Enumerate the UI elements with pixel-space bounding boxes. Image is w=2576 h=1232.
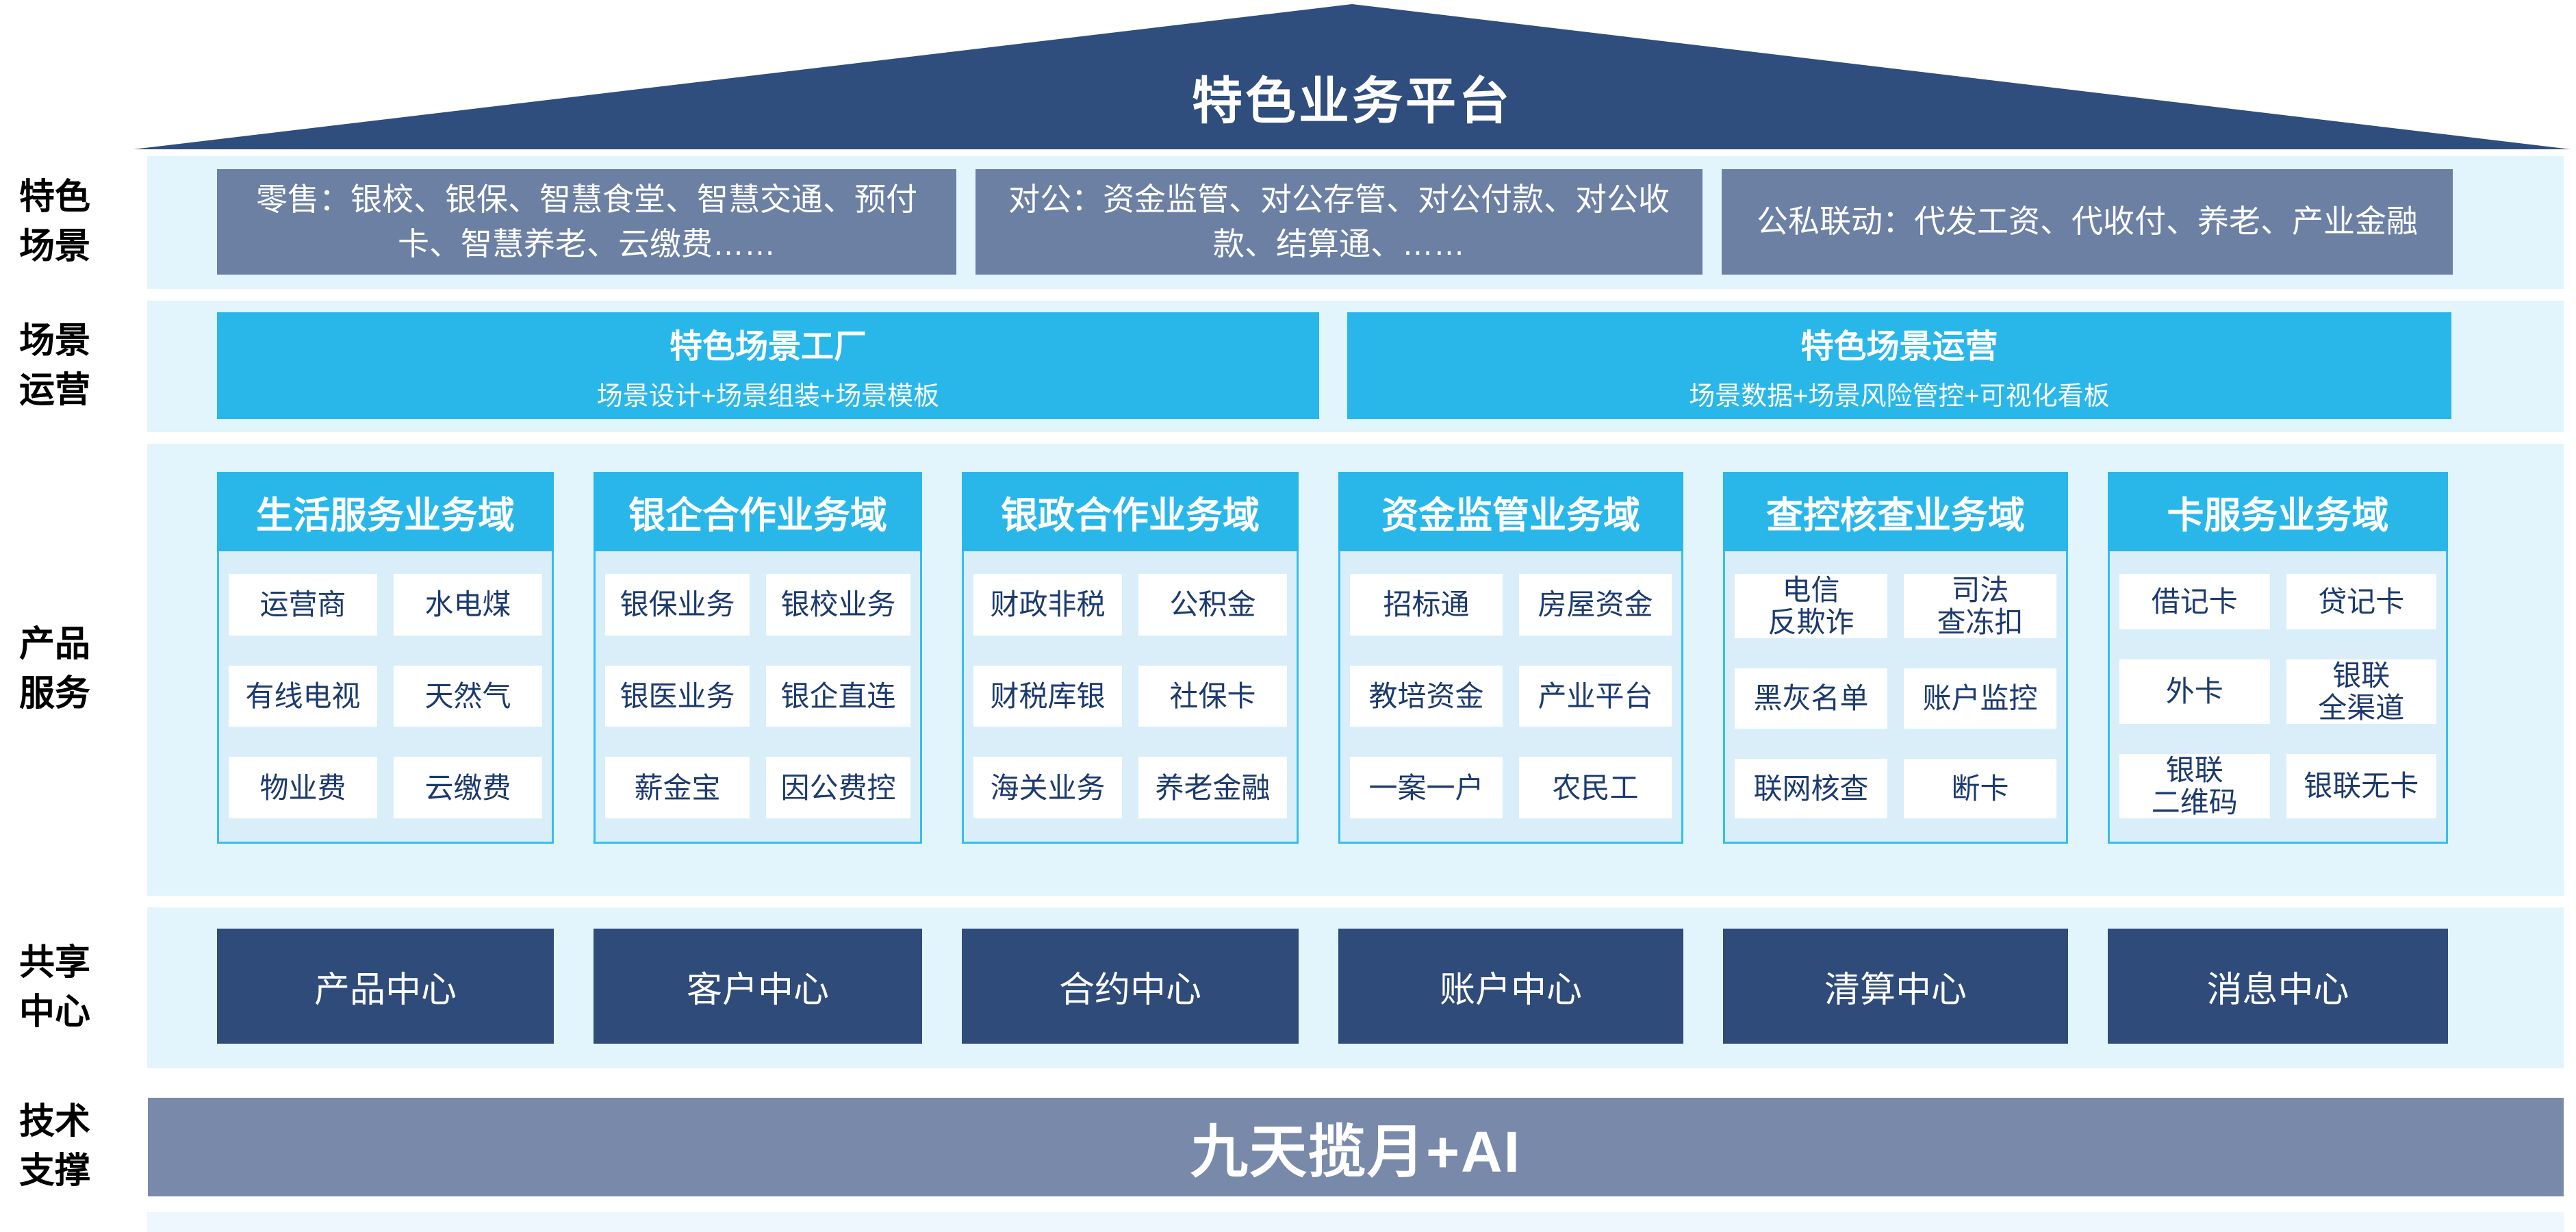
product-cell: 财政非税 <box>973 574 1122 636</box>
op-box-subtitle: 场景数据+场景风险管控+可视化看板 <box>1689 381 2110 411</box>
product-cell: 水电煤 <box>394 574 542 636</box>
column-body: 运营商 水电煤 有线电视 天然气 物业费 云缴费 <box>217 551 554 844</box>
product-column-inquiry-control: 查控核查业务域 电信 反欺诈 司法 查冻扣 黑灰名单 账户监控 联网核查 断卡 <box>1723 472 2068 844</box>
column-body: 借记卡 贷记卡 外卡 银联 全渠道 银联 二维码 银联无卡 <box>2108 551 2448 844</box>
product-cell: 银联 二维码 <box>2119 753 2270 818</box>
op-box-title: 特色场景工厂 <box>669 329 867 366</box>
product-cell: 银联 全渠道 <box>2286 659 2436 724</box>
product-cell: 外卡 <box>2119 659 2270 724</box>
op-box-title: 特色场景运营 <box>1800 329 1998 366</box>
product-column-bank-enterprise: 银企合作业务域 银保业务 银校业务 银医业务 银企直连 薪金宝 因公费控 <box>594 472 922 844</box>
side-label-share-text: 共享中心 <box>18 942 90 1032</box>
side-label-products-text: 产品服务 <box>18 625 90 714</box>
product-cell: 银企直连 <box>766 665 910 727</box>
product-cell: 产业平台 <box>1519 665 1672 727</box>
column-header: 资金监管业务域 <box>1338 472 1683 551</box>
center-box-contract: 合约中心 <box>962 929 1299 1044</box>
product-cell: 海关业务 <box>973 757 1122 818</box>
column-header: 卡服务业务域 <box>2108 472 2448 551</box>
tech-support-bar: 九天揽月+AI <box>148 1098 2564 1196</box>
product-cell: 电信 反欺诈 <box>1735 574 1887 639</box>
band-scene-operation: 特色场景工厂 场景设计+场景组装+场景模板 特色场景运营 场景数据+场景风险管控… <box>147 301 2564 432</box>
product-cell: 因公费控 <box>766 757 910 818</box>
product-cell: 银校业务 <box>766 574 910 636</box>
column-body: 财政非税 公积金 财税库银 社保卡 海关业务 养老金融 <box>962 551 1299 844</box>
product-cell: 银保业务 <box>605 574 750 636</box>
product-cell: 物业费 <box>229 757 377 818</box>
column-header: 银企合作业务域 <box>594 472 922 551</box>
product-cell: 社保卡 <box>1138 665 1287 727</box>
center-box-account: 账户中心 <box>1338 929 1683 1044</box>
product-cell: 农民工 <box>1519 757 1672 818</box>
center-box-customer: 客户中心 <box>594 929 922 1044</box>
product-cell: 招标通 <box>1350 574 1503 636</box>
product-cell: 天然气 <box>394 665 542 727</box>
side-label-products: 产品服务 <box>14 444 96 896</box>
product-column-card-services: 卡服务业务域 借记卡 贷记卡 外卡 银联 全渠道 银联 二维码 银联无卡 <box>2108 472 2448 844</box>
product-cell: 一案一户 <box>1350 757 1503 818</box>
band-product-services: 生活服务业务域 运营商 水电煤 有线电视 天然气 物业费 云缴费 银企合作业务域… <box>147 444 2564 896</box>
product-cell: 联网核查 <box>1735 758 1887 818</box>
band-share-centers: 产品中心 客户中心 合约中心 账户中心 清算中心 消息中心 <box>147 907 2564 1068</box>
product-cell: 借记卡 <box>2119 574 2270 629</box>
side-label-operation: 场景运营 <box>14 301 96 432</box>
bottom-strip <box>147 1212 2564 1232</box>
product-cell: 养老金融 <box>1138 757 1287 818</box>
column-body: 银保业务 银校业务 银医业务 银企直连 薪金宝 因公费控 <box>594 551 922 844</box>
op-box-subtitle: 场景设计+场景组装+场景模板 <box>596 381 940 411</box>
product-column-life-services: 生活服务业务域 运营商 水电煤 有线电视 天然气 物业费 云缴费 <box>217 472 554 844</box>
product-cell: 财税库银 <box>973 665 1122 727</box>
op-box-scene-factory: 特色场景工厂 场景设计+场景组装+场景模板 <box>217 312 1319 419</box>
side-label-share: 共享中心 <box>14 907 96 1068</box>
band-special-scenes: 零售：银校、银保、智慧食堂、智慧交通、预付卡、智慧养老、云缴费…… 对公：资金监… <box>147 156 2564 289</box>
op-box-scene-operation: 特色场景运营 场景数据+场景风险管控+可视化看板 <box>1347 312 2451 419</box>
product-cell: 房屋资金 <box>1519 574 1672 636</box>
side-label-operation-text: 场景运营 <box>18 321 90 410</box>
platform-title: 特色业务平台 <box>1192 73 1512 129</box>
column-header: 银政合作业务域 <box>962 472 1299 551</box>
product-cell: 断卡 <box>1904 758 2056 818</box>
product-cell: 有线电视 <box>229 665 377 727</box>
product-cell: 贷记卡 <box>2286 574 2436 629</box>
product-cell: 银医业务 <box>605 665 750 727</box>
side-label-tech-text: 技术支撑 <box>18 1102 90 1191</box>
scene-box-linkage: 公私联动：代发工资、代收付、养老、产业金融 <box>1722 169 2453 275</box>
product-cell: 运营商 <box>229 574 377 636</box>
center-box-product: 产品中心 <box>217 929 554 1044</box>
product-cell: 云缴费 <box>394 757 542 818</box>
scene-box-retail: 零售：银校、银保、智慧食堂、智慧交通、预付卡、智慧养老、云缴费…… <box>217 169 956 275</box>
product-cell: 司法 查冻扣 <box>1904 574 2056 639</box>
column-body: 电信 反欺诈 司法 查冻扣 黑灰名单 账户监控 联网核查 断卡 <box>1723 551 2068 844</box>
column-body: 招标通 房屋资金 教培资金 产业平台 一案一户 农民工 <box>1338 551 1683 844</box>
side-label-scenes-text: 特色场景 <box>18 177 90 266</box>
side-label-tech: 技术支撑 <box>14 1098 96 1196</box>
product-column-fund-supervision: 资金监管业务域 招标通 房屋资金 教培资金 产业平台 一案一户 农民工 <box>1338 472 1683 844</box>
product-column-bank-government: 银政合作业务域 财政非税 公积金 财税库银 社保卡 海关业务 养老金融 <box>962 472 1299 844</box>
column-header: 查控核查业务域 <box>1723 472 2068 551</box>
column-header: 生活服务业务域 <box>217 472 554 551</box>
product-cell: 教培资金 <box>1350 665 1503 727</box>
scene-box-corporate: 对公：资金监管、对公存管、对公付款、对公收款、结算通、…… <box>975 169 1703 275</box>
product-cell: 黑灰名单 <box>1735 668 1887 729</box>
side-label-scenes: 特色场景 <box>14 156 96 289</box>
product-cell: 薪金宝 <box>605 757 750 818</box>
product-cell: 公积金 <box>1138 574 1287 636</box>
center-box-message: 消息中心 <box>2108 929 2448 1044</box>
product-cell: 账户监控 <box>1904 668 2056 729</box>
center-box-clearing: 清算中心 <box>1723 929 2068 1044</box>
product-cell: 银联无卡 <box>2286 753 2436 818</box>
